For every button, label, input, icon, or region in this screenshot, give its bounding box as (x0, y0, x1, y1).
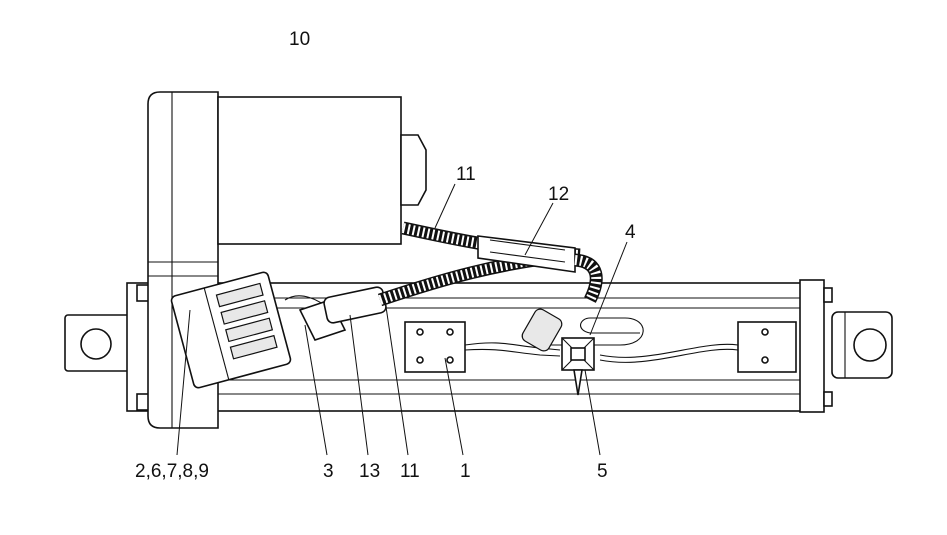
cable-tail (573, 253, 603, 303)
wire-spring (521, 308, 563, 352)
callout-2-6-7-8-9: 2,6,7,8,9 (135, 461, 209, 482)
callout-12: 12 (548, 184, 569, 205)
callout-10: 10 (289, 29, 310, 50)
callout-5: 5 (597, 461, 608, 482)
callout-11-bottom: 11 (400, 461, 420, 482)
callout-1: 1 (460, 461, 471, 482)
leader-lines (176, 183, 628, 456)
bracket (561, 337, 595, 396)
left-rod-end (64, 314, 134, 372)
callout-3: 3 (323, 461, 334, 482)
motor (217, 96, 427, 245)
limit-switch-left (404, 321, 466, 373)
main-tube (214, 282, 803, 412)
sleeve (477, 235, 576, 273)
callout-11-top: 11 (456, 164, 476, 185)
right-end-cap (799, 279, 833, 413)
callout-13: 13 (359, 461, 380, 482)
right-rod-end (831, 311, 893, 379)
limit-switch-right (737, 321, 797, 373)
connector-block (170, 271, 347, 389)
callout-4: 4 (625, 222, 636, 243)
